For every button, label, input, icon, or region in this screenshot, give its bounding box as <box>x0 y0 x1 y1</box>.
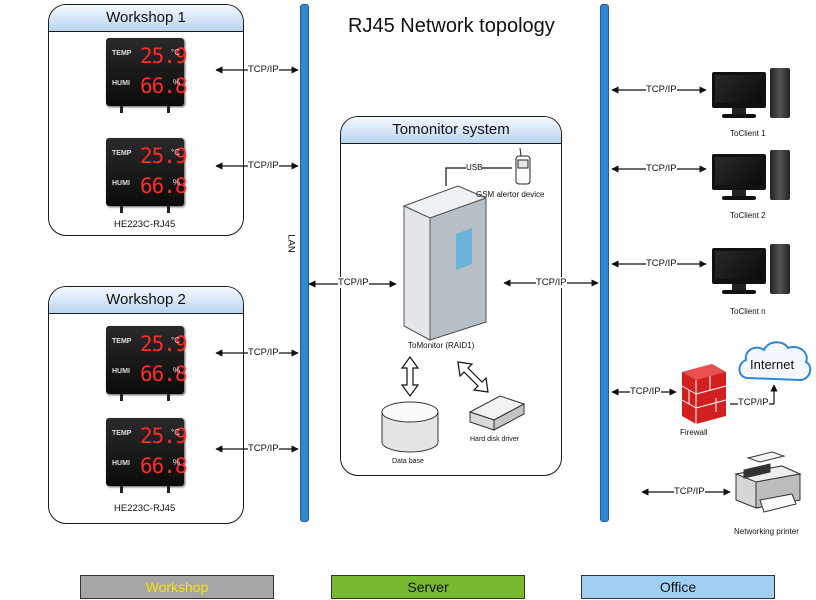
humi-unit: % <box>172 78 180 87</box>
tomonitor-system-title: Tomonitor system <box>341 117 561 144</box>
temp-unit: °C <box>171 428 180 437</box>
firewall-label: Firewall <box>680 428 708 437</box>
client-1-computer <box>712 68 792 124</box>
sensor-display-1: TEMP 25.9 °C HUMI 66.8 % <box>106 38 188 113</box>
tcpip-label-printer: TCP/IP <box>674 486 705 497</box>
legend-workshop: Workshop <box>80 575 274 599</box>
legend-workshop-label: Workshop <box>145 579 209 595</box>
tcpip-label-firewall: TCP/IP <box>630 386 661 397</box>
legend-office: Office <box>581 575 775 599</box>
tcpip-label-internet: TCP/IP <box>738 397 769 408</box>
tcpip-label-client-n: TCP/IP <box>646 258 677 269</box>
diagram-title: RJ45 Network topology <box>348 15 555 37</box>
humi-value: 66.8 <box>140 74 188 98</box>
lan-bus-left <box>300 4 309 522</box>
humi-value: 66.8 <box>140 454 188 478</box>
temp-label: TEMP <box>112 430 132 437</box>
harddisk-label: Hard disk driver <box>470 436 520 443</box>
humi-unit: % <box>172 178 180 187</box>
server-label: ToMonitor (RAID1) <box>408 341 475 350</box>
database-label: Data base <box>392 458 424 465</box>
humi-value: 66.8 <box>140 174 188 198</box>
temp-value: 25.9 <box>140 424 188 448</box>
usb-label: USB <box>466 163 483 172</box>
humi-label: HUMI <box>112 368 130 375</box>
workshop-1-panel: Workshop 1 <box>48 4 244 236</box>
humi-unit: % <box>172 458 180 467</box>
client-n-computer <box>712 244 792 300</box>
temp-unit: °C <box>171 148 180 157</box>
workshop-1-title: Workshop 1 <box>49 5 243 32</box>
workshop-2-model: HE223C-RJ45 <box>114 503 176 514</box>
humi-value: 66.8 <box>140 362 188 386</box>
temp-unit: °C <box>171 48 180 57</box>
workshop-2-title: Workshop 2 <box>49 287 243 314</box>
humi-unit: % <box>172 366 180 375</box>
lan-bus-right <box>600 4 609 522</box>
client-1-label: ToClient 1 <box>730 129 766 138</box>
humi-label: HUMI <box>112 460 130 467</box>
temp-unit: °C <box>171 336 180 345</box>
humi-label: HUMI <box>112 80 130 87</box>
legend-server: Server <box>331 575 525 599</box>
printer-icon <box>736 452 800 512</box>
temp-label: TEMP <box>112 338 132 345</box>
gsm-alertor-label: GSM alertor device <box>476 190 545 199</box>
sensor-display-3: TEMP 25.9 °C HUMI 66.8 % <box>106 326 188 401</box>
printer-label: Networking printer <box>734 527 799 536</box>
internet-label: Internet <box>750 357 795 372</box>
tcpip-label-server-right: TCP/IP <box>536 277 567 288</box>
tcpip-label-w2-2: TCP/IP <box>248 443 279 454</box>
temp-value: 25.9 <box>140 332 188 356</box>
humi-label: HUMI <box>112 180 130 187</box>
tcpip-label-client-2: TCP/IP <box>646 163 677 174</box>
temp-value: 25.9 <box>140 144 188 168</box>
tcpip-label-w2-1: TCP/IP <box>248 347 279 358</box>
sensor-display-2: TEMP 25.9 °C HUMI 66.8 % <box>106 138 188 213</box>
tcpip-label-w1-1: TCP/IP <box>248 64 279 75</box>
client-2-computer <box>712 150 792 206</box>
temp-value: 25.9 <box>140 44 188 68</box>
legend-server-label: Server <box>407 579 449 595</box>
client-2-label: ToClient 2 <box>730 211 766 220</box>
sensor-display-4: TEMP 25.9 °C HUMI 66.8 % <box>106 418 188 493</box>
tcpip-label-server-left: TCP/IP <box>338 277 369 288</box>
tcpip-label-client-1: TCP/IP <box>646 84 677 95</box>
firewall-icon <box>682 364 726 424</box>
legend-office-label: Office <box>659 579 697 595</box>
workshop-1-model: HE223C-RJ45 <box>114 219 176 230</box>
tcpip-label-w1-2: TCP/IP <box>248 160 279 171</box>
client-n-label: ToClient n <box>730 307 766 316</box>
temp-label: TEMP <box>112 50 132 57</box>
temp-label: TEMP <box>112 150 132 157</box>
